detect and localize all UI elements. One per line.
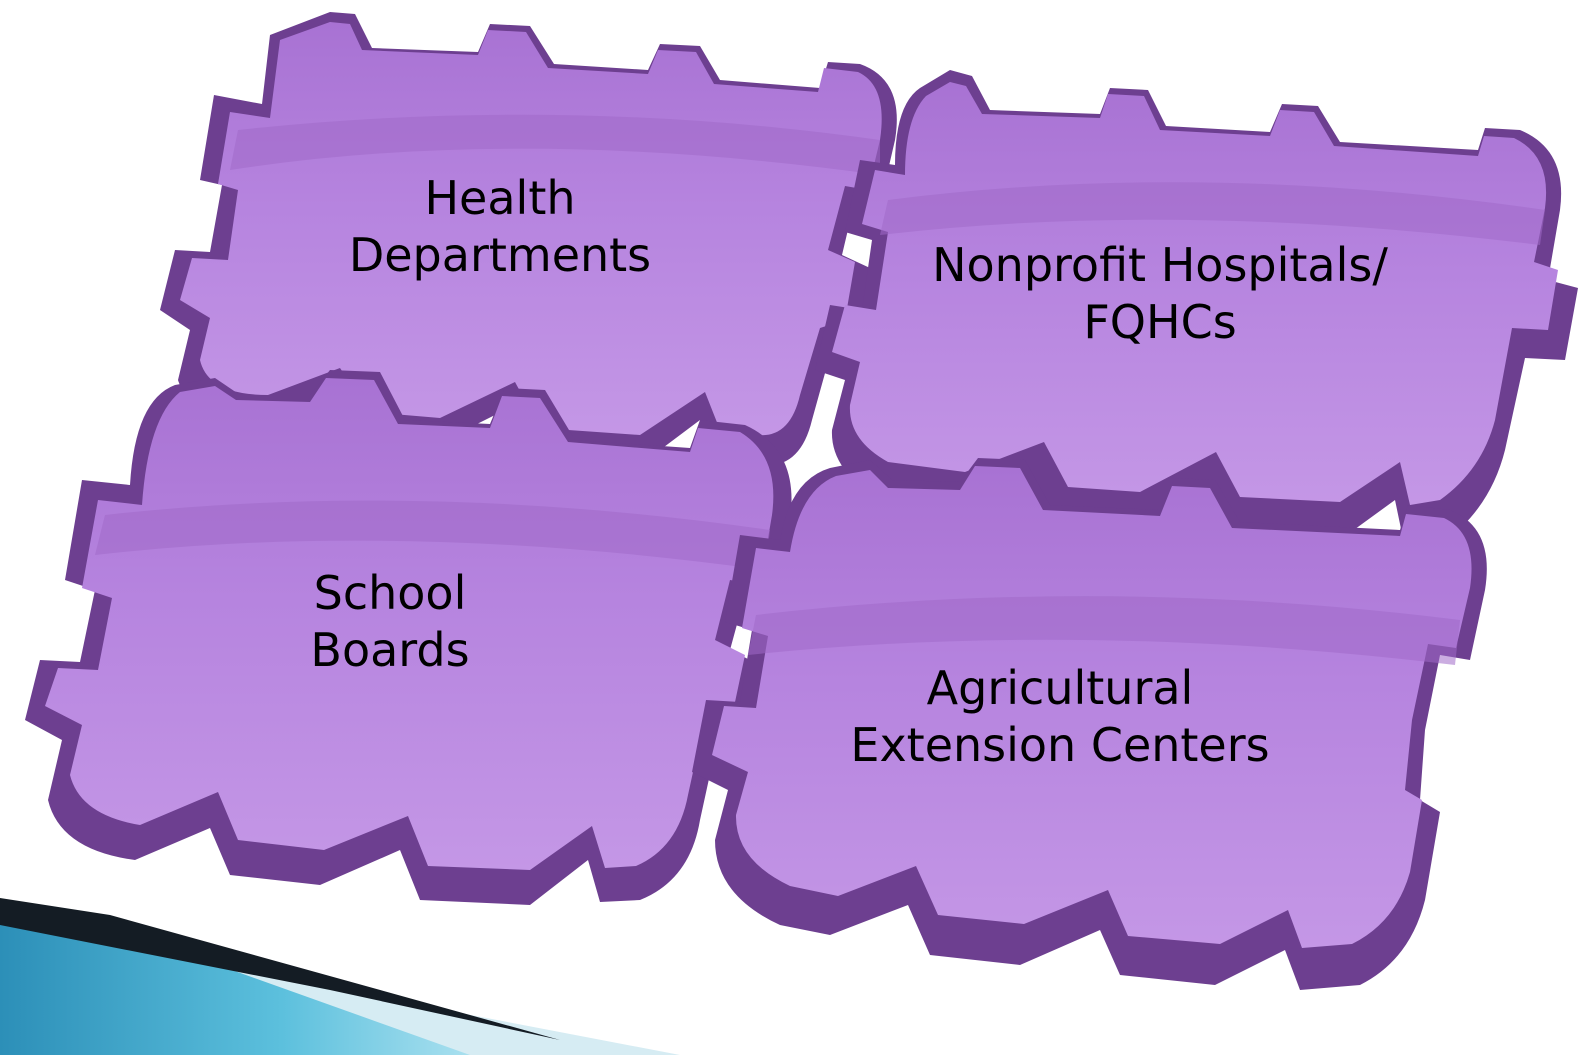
label-agricultural-extension: Agricultural Extension Centers [810, 660, 1310, 774]
corner-accent [0, 898, 680, 1055]
label-hospitals-line2: FQHCs [1083, 295, 1237, 349]
label-school-line1: School [313, 566, 467, 620]
puzzle-piece-agricultural-extension [692, 458, 1487, 990]
label-school-line2: Boards [310, 623, 470, 677]
label-extension-line1: Agricultural [926, 661, 1194, 715]
puzzle-piece-health-departments [160, 12, 897, 466]
puzzle-piece-school-boards [25, 370, 792, 905]
label-extension-line2: Extension Centers [850, 718, 1270, 772]
label-health-line1: Health [424, 171, 576, 225]
puzzle-piece-nonprofit-hospitals [815, 70, 1578, 548]
label-health-departments: Health Departments [300, 170, 700, 284]
label-school-boards: School Boards [230, 565, 550, 679]
label-nonprofit-hospitals: Nonprofit Hospitals/ FQHCs [880, 237, 1440, 351]
label-hospitals-line1: Nonprofit Hospitals/ [932, 238, 1388, 292]
label-health-line2: Departments [348, 228, 652, 282]
